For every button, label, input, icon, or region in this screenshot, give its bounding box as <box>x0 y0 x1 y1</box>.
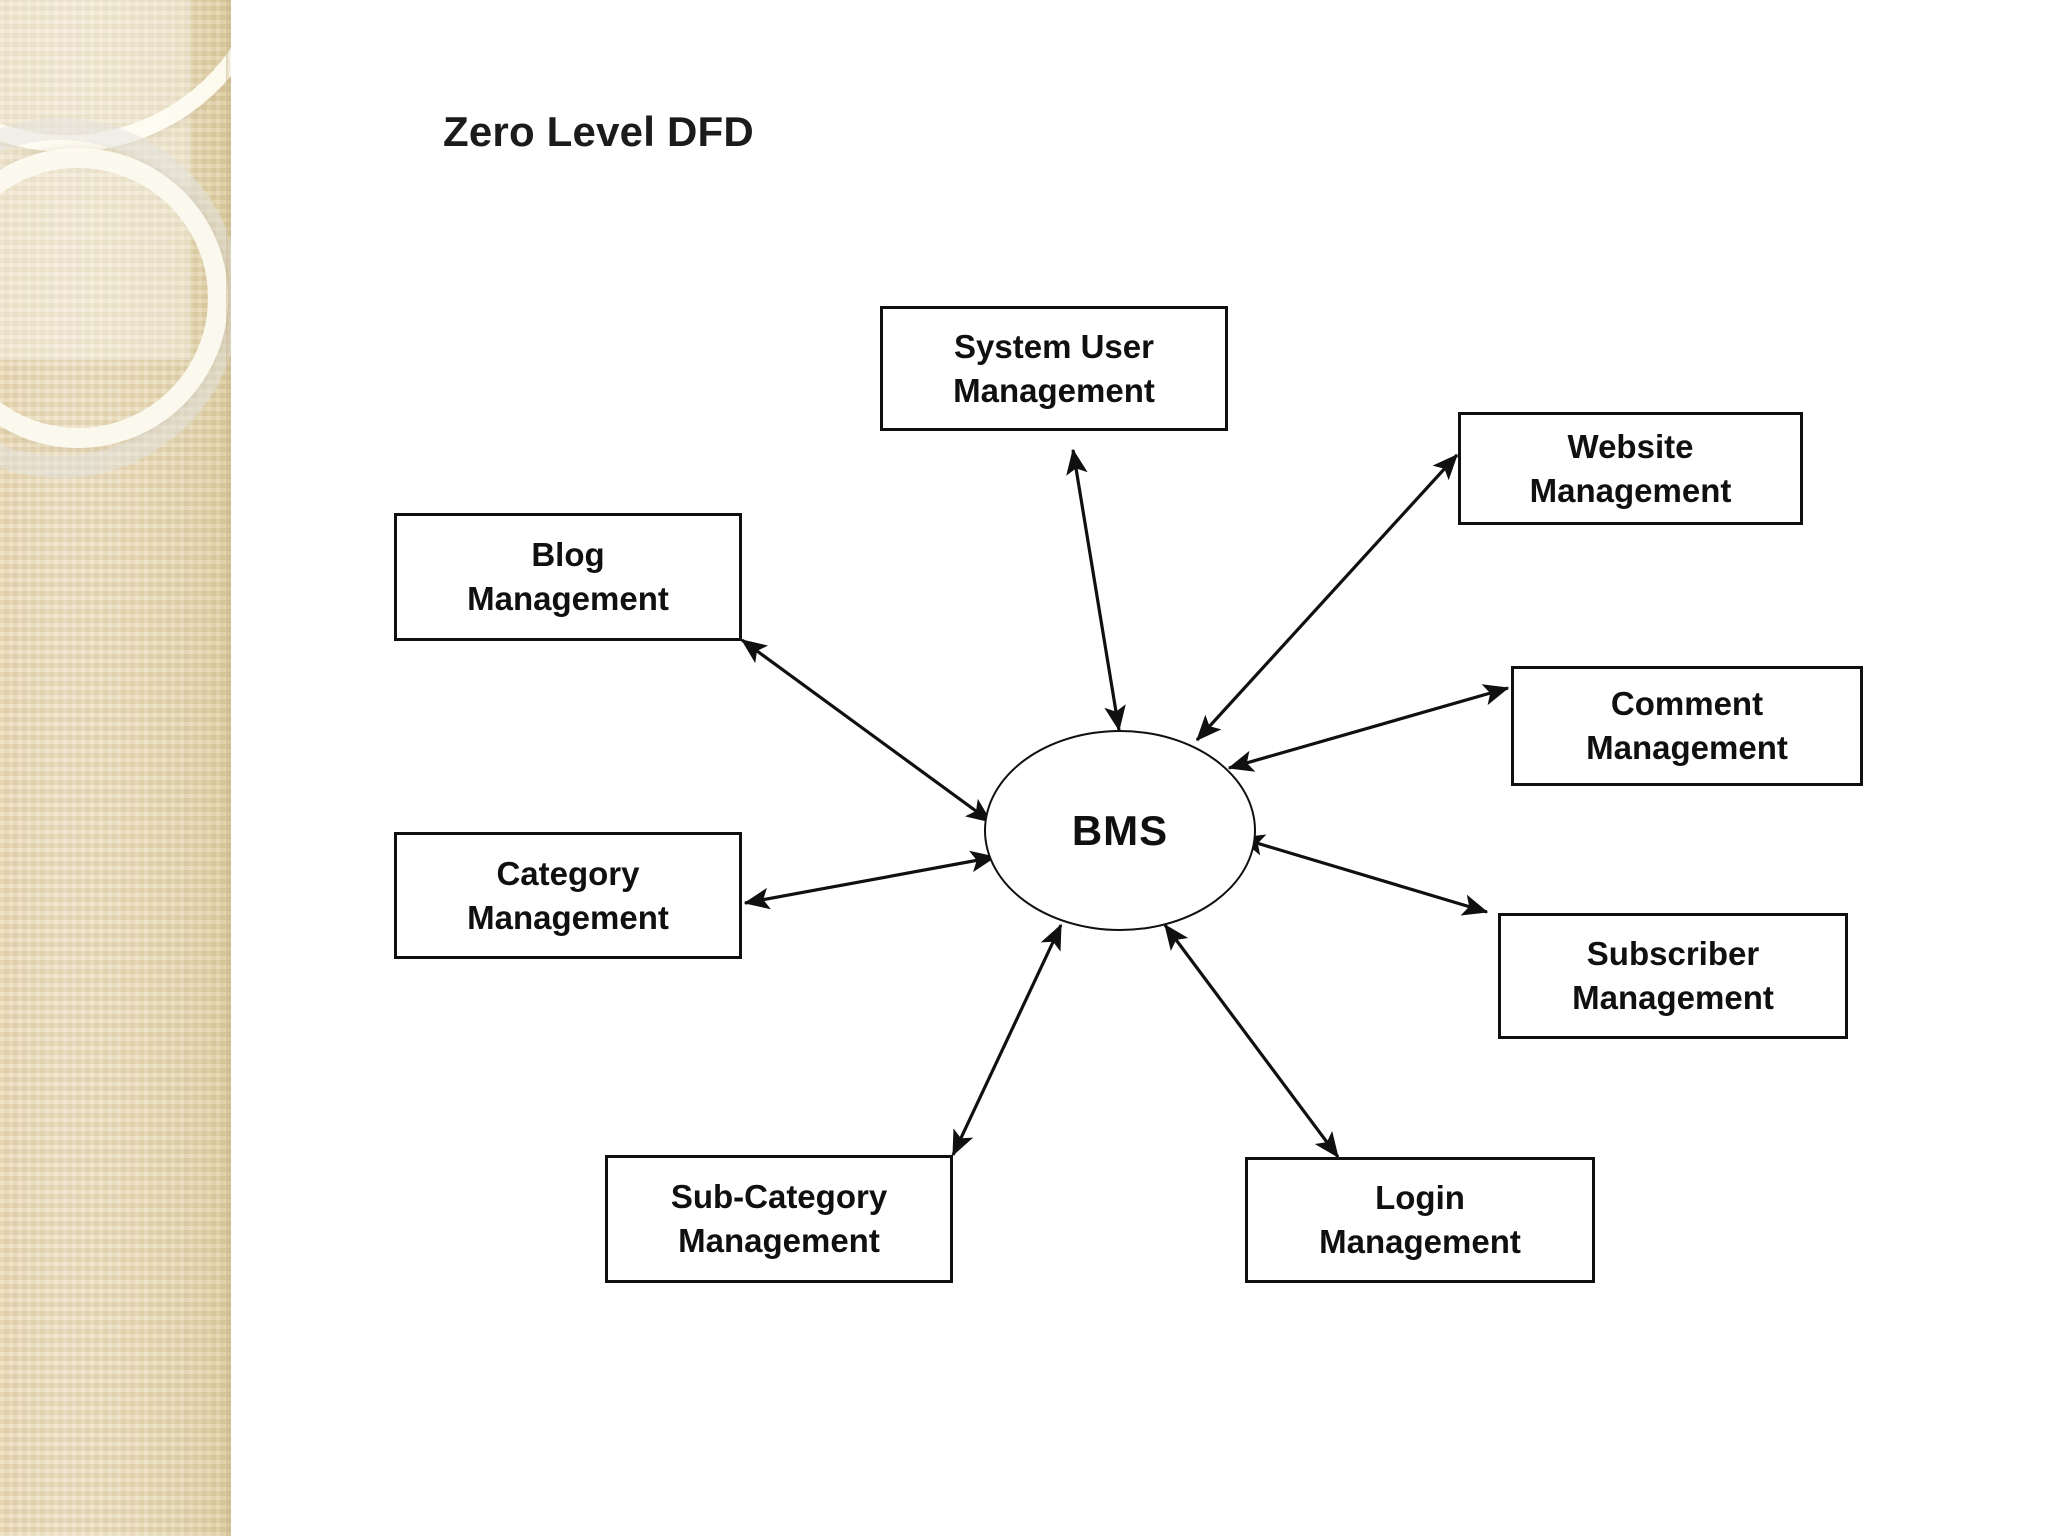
entity-box-system-user-management[interactable]: System User Management <box>880 306 1228 431</box>
entity-label: Sub-Category Management <box>670 1178 888 1259</box>
entity-box-website-management[interactable]: Website Management <box>1458 412 1803 525</box>
process-node-label: BMS <box>1071 806 1169 854</box>
entity-label: Login Management <box>1319 1179 1521 1260</box>
entity-label: System User Management <box>953 327 1155 409</box>
entity-box-blog-management[interactable]: Blog Management <box>394 513 742 641</box>
flow-bms-login-management <box>1163 923 1340 1159</box>
entity-box-subscriber-management[interactable]: Subscriber Management <box>1498 913 1848 1039</box>
process-node-bms[interactable]: BMS <box>984 730 1256 931</box>
flow-bms-category-management <box>743 850 997 910</box>
entity-label: Subscriber Management <box>1572 935 1774 1016</box>
entity-box-login-management[interactable]: Login Management <box>1245 1157 1595 1283</box>
entity-box-sub-category-management[interactable]: Sub-Category Management <box>605 1155 953 1283</box>
entity-label: Comment Management <box>1586 685 1788 766</box>
entity-box-comment-management[interactable]: Comment Management <box>1511 666 1863 786</box>
flow-bms-website-management <box>1195 453 1459 742</box>
entity-box-category-management[interactable]: Category Management <box>394 832 742 959</box>
flow-bms-system-user-management <box>1066 448 1126 732</box>
flow-bms-sub-category-management <box>951 923 1063 1157</box>
entity-label: Blog Management <box>467 536 669 617</box>
flow-bms-blog-management <box>740 638 993 824</box>
entity-label: Website Management <box>1529 427 1732 509</box>
slide-title: Zero Level DFD <box>443 108 754 155</box>
sidebar-edge-shadow <box>226 0 231 1536</box>
flow-bms-subscriber-management <box>1238 834 1489 916</box>
flow-bms-comment-management <box>1227 684 1510 772</box>
entity-label: Category Management <box>467 854 669 936</box>
slide-decorative-sidebar <box>0 0 231 1536</box>
